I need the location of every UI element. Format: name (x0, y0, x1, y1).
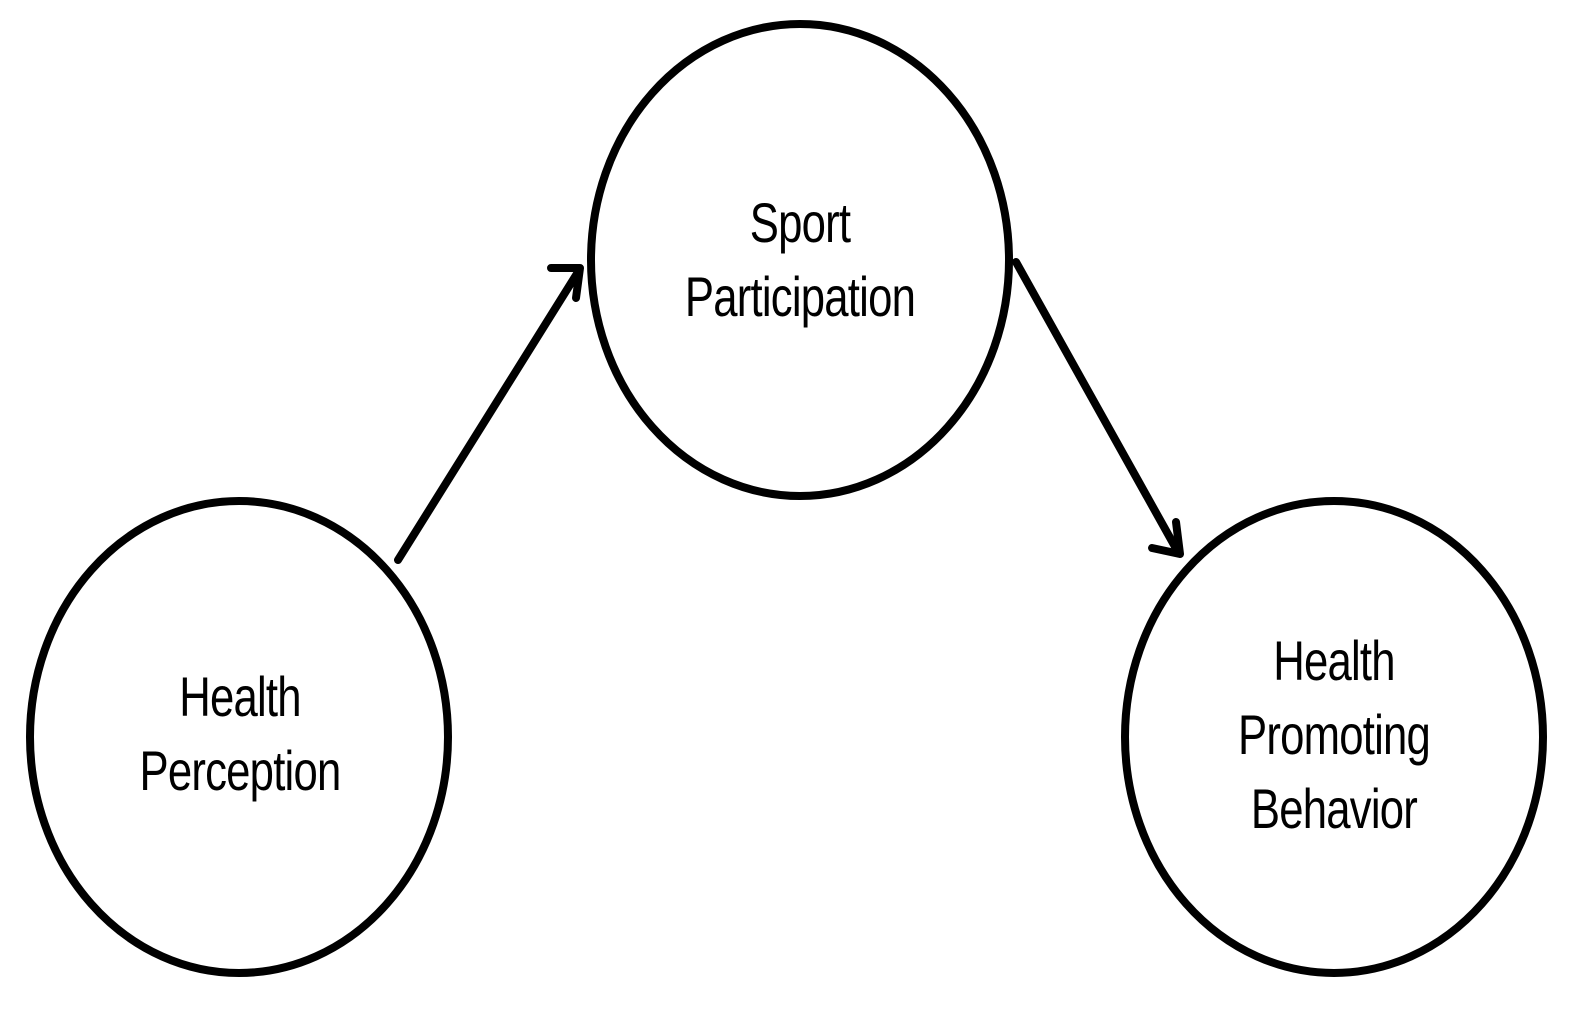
label-line: Perception (139, 739, 341, 802)
label-line: Sport (749, 191, 851, 254)
label-sport-participation: Sport Participation (644, 186, 956, 334)
label-line: Behavior (1250, 777, 1418, 840)
label-line: Health (179, 665, 301, 728)
label-health-promoting-behavior: Health Promoting Behavior (1178, 624, 1490, 846)
node-health-perception (26, 497, 452, 977)
label-line: Health (1273, 629, 1395, 692)
arrowhead-icon (1148, 518, 1184, 558)
edge-perception-to-participation (394, 264, 584, 564)
edge-participation-to-behavior (1012, 258, 1184, 558)
label-health-perception: Health Perception (84, 660, 396, 808)
arrowhead-icon (547, 264, 584, 302)
label-line: Participation (684, 265, 916, 328)
label-line: Promoting (1237, 703, 1431, 766)
node-sport-participation (587, 20, 1013, 500)
node-health-promoting-behavior (1121, 497, 1547, 977)
